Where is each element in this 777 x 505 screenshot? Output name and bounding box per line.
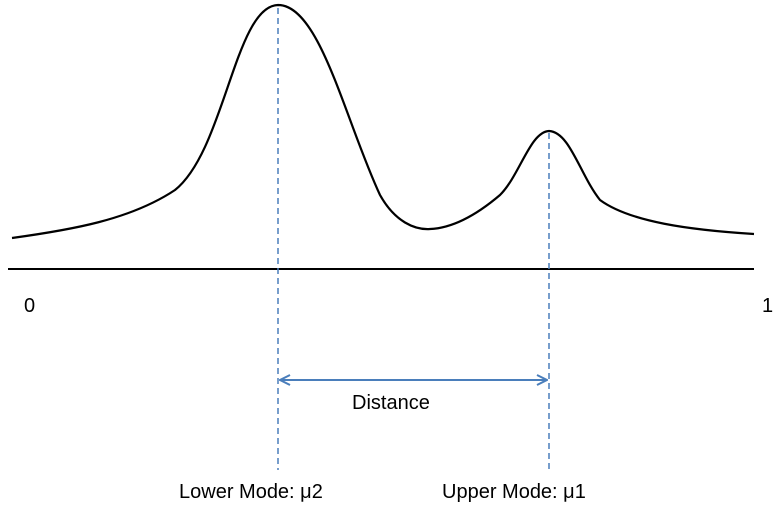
distance-label: Distance (352, 392, 430, 414)
lower-mode-label: Lower Mode: μ2 (179, 481, 323, 503)
axis-min-label: 0 (24, 295, 36, 317)
axis-max-label: 1 (762, 295, 774, 317)
density-curve (11, 3, 755, 240)
upper-mode-label: Upper Mode: μ1 (442, 481, 586, 503)
